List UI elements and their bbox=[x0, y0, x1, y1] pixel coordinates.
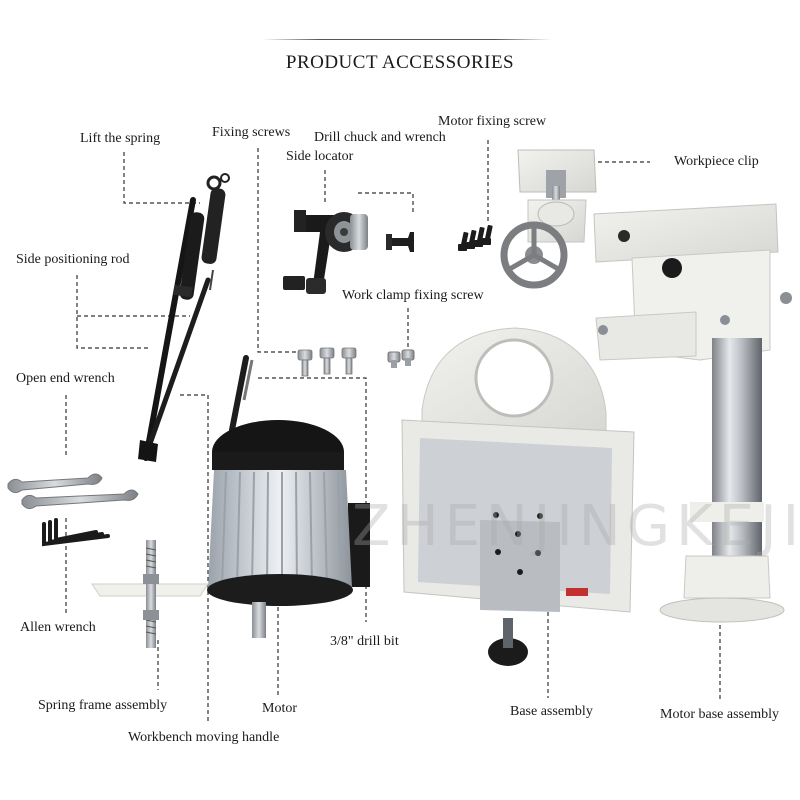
spring-rod-assembly-graphic bbox=[138, 173, 230, 462]
label-base-assembly: Base assembly bbox=[510, 704, 593, 719]
label-workbench-moving-handle: Workbench moving handle bbox=[128, 730, 280, 745]
label-drill-bit: 3/8" drill bit bbox=[330, 634, 399, 649]
page-title: PRODUCT ACCESSORIES bbox=[285, 52, 515, 73]
work-clamp-screw-graphic bbox=[387, 349, 415, 368]
label-open-end-wrench: Open end wrench bbox=[16, 371, 115, 386]
label-motor: Motor bbox=[262, 701, 297, 716]
open-end-wrench-graphic bbox=[7, 473, 139, 510]
label-allen-wrench: Allen wrench bbox=[20, 620, 96, 635]
label-side-positioning-rod: Side positioning rod bbox=[16, 252, 130, 267]
fixing-screws-graphic bbox=[297, 347, 357, 377]
motor-base-graphic bbox=[593, 203, 792, 623]
side-locator-graphic bbox=[283, 210, 347, 294]
title-rule bbox=[262, 39, 552, 40]
spring-frame-graphic bbox=[91, 540, 209, 648]
allen-wrench-graphic bbox=[42, 518, 110, 547]
watermark: ZHENJINGKEJI bbox=[352, 494, 800, 559]
label-workpiece-clip: Workpiece clip bbox=[674, 154, 759, 169]
drill-chuck-graphic bbox=[325, 212, 414, 252]
workpiece-clip-graphic bbox=[500, 149, 597, 289]
label-drill-chuck-and-wrench: Drill chuck and wrench bbox=[314, 130, 446, 145]
label-spring-frame-assembly: Spring frame assembly bbox=[38, 698, 168, 713]
motor-fixing-screws-graphic bbox=[458, 224, 493, 251]
label-work-clamp-fixing-screw: Work clamp fixing screw bbox=[342, 288, 484, 303]
label-motor-fixing-screw: Motor fixing screw bbox=[438, 114, 547, 129]
label-lift-the-spring: Lift the spring bbox=[80, 131, 161, 146]
workbench-handle-graphic bbox=[229, 355, 254, 433]
label-motor-base-assembly: Motor base assembly bbox=[660, 707, 779, 722]
base-assembly-graphic bbox=[401, 327, 635, 666]
label-fixing-screws: Fixing screws bbox=[212, 125, 291, 140]
label-side-locator: Side locator bbox=[286, 149, 354, 164]
motor-graphic bbox=[207, 420, 370, 638]
